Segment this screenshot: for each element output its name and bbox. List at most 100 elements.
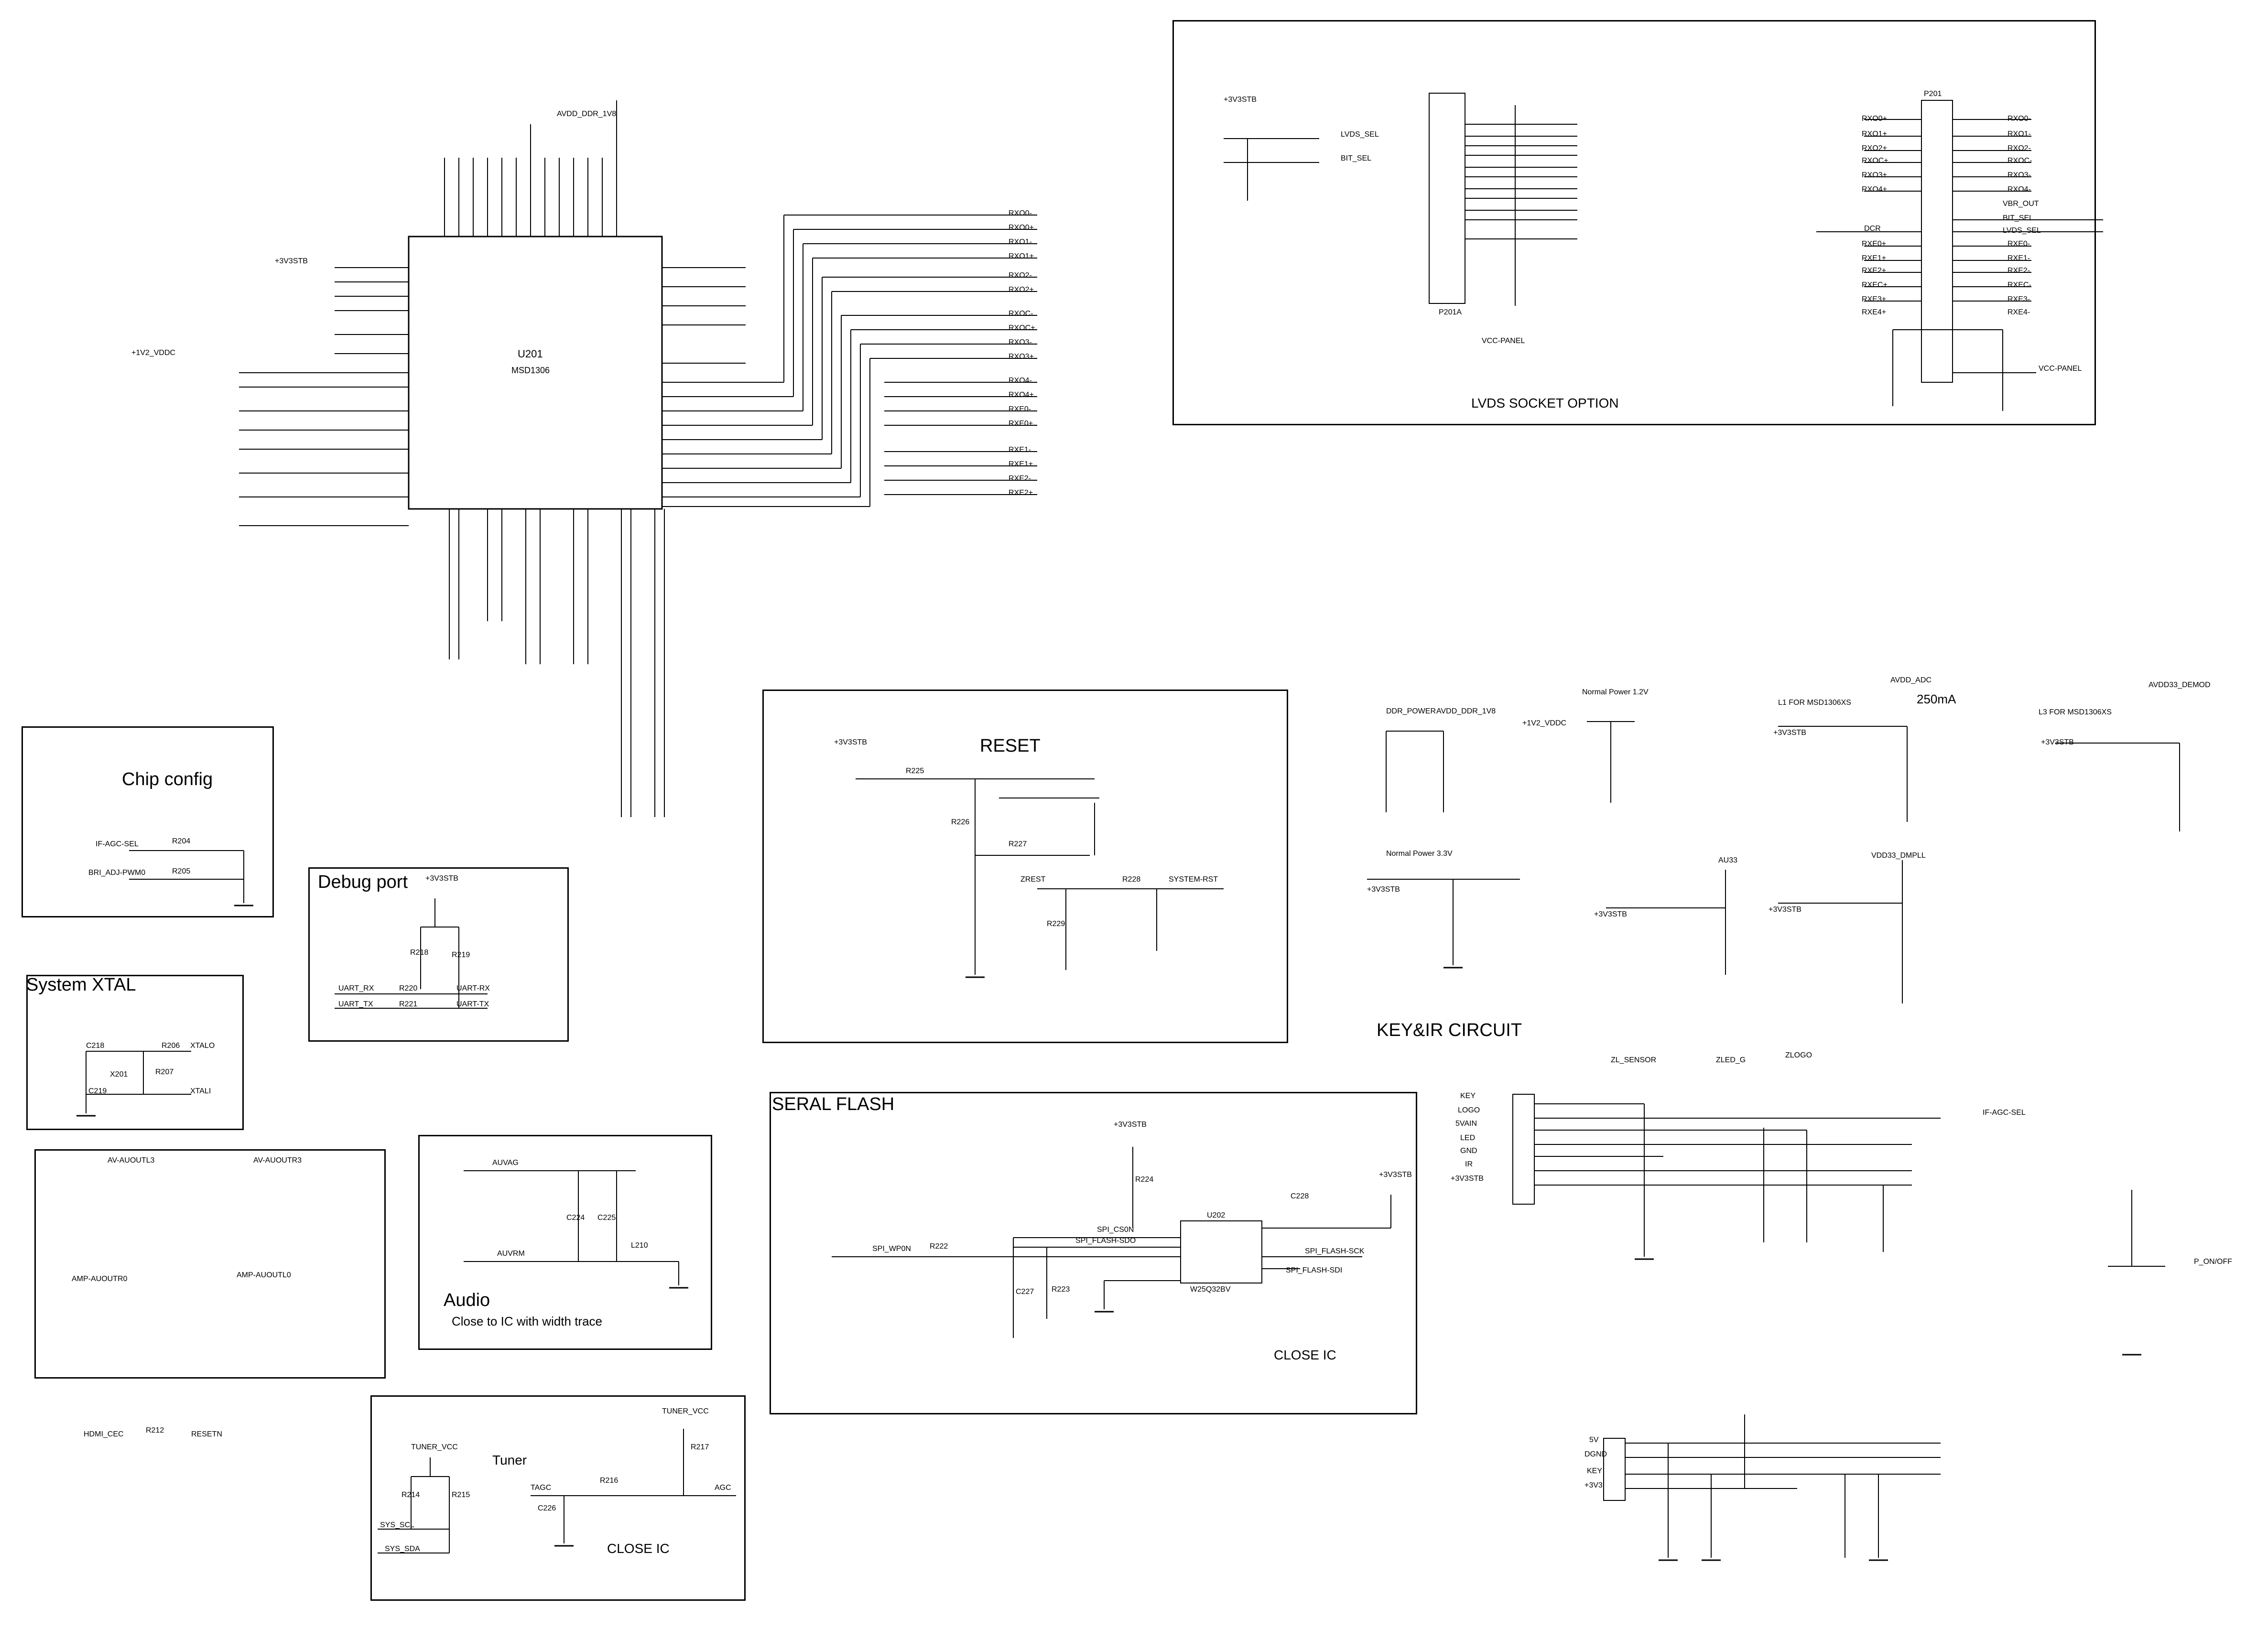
system-rst-label: SYSTEM-RST <box>1169 875 1218 884</box>
r204-ref: R204 <box>172 837 191 845</box>
v3stb-lvds-label: +3V3STB <box>1224 96 1257 104</box>
r223-ref: R223 <box>1052 1285 1070 1294</box>
r214-ref: R214 <box>402 1491 420 1499</box>
l1-note: L1 FOR MSD1306XS <box>1778 699 1851 707</box>
p201-right-pin: RXOC- <box>2008 157 2032 165</box>
p201-left-pin: RXEC+ <box>1862 281 1888 289</box>
agc-label: AGC <box>715 1484 731 1492</box>
r228-ref: R228 <box>1122 875 1141 884</box>
lvds-title: LVDS SOCKET OPTION <box>1471 396 1619 410</box>
resetn-label: RESETN <box>191 1430 222 1438</box>
key-left-pin: KEY <box>1460 1092 1476 1100</box>
r216-ref: R216 <box>600 1477 619 1485</box>
rxo-label: RXE2+ <box>1009 489 1033 497</box>
tuner-section <box>370 1395 746 1601</box>
zl-sensor-label: ZL_SENSOR <box>1611 1056 1657 1064</box>
p201-right-pin: RXE4- <box>2008 308 2030 316</box>
rxo-label: RXE0+ <box>1009 420 1033 428</box>
v3stb-flash-right-label: +3V3STB <box>1379 1171 1412 1179</box>
v3stb-l3-label: +3V3STB <box>2041 738 2074 746</box>
rxo-label: RXO1- <box>1009 238 1032 246</box>
p201-right-pin: BIT_SEL <box>2003 214 2034 222</box>
u201-top-pins <box>444 100 617 237</box>
spi-sdi-label: SPI_FLASH-SDI <box>1286 1266 1343 1274</box>
chip-config-section <box>22 726 274 917</box>
rxo-label: RXO4+ <box>1009 391 1034 399</box>
c228-ref: C228 <box>1291 1192 1309 1200</box>
p201-right-pin: RXO2- <box>2008 144 2031 152</box>
system-xtal-section <box>26 975 244 1130</box>
au33-label: AU33 <box>1718 856 1738 864</box>
flash-wires <box>832 1147 1391 1338</box>
hdmi-cec-label: HDMI_CEC <box>84 1430 124 1438</box>
audio-title: Audio <box>444 1290 490 1310</box>
rxo-label: RXE1+ <box>1009 460 1033 468</box>
tuner-wires <box>378 1429 736 1553</box>
r227-ref: R227 <box>1009 840 1027 848</box>
reset-title: RESET <box>980 736 1041 756</box>
r217-ref: R217 <box>691 1443 709 1451</box>
close-ic-tuner: CLOSE IC <box>607 1541 670 1556</box>
system-xtal-title: System XTAL <box>26 975 136 995</box>
rxo-label: RXOC+ <box>1009 324 1035 332</box>
amp-l0-label: AMP-AUOUTL0 <box>237 1271 291 1279</box>
p201-left-pin: RXE1+ <box>1862 254 1887 262</box>
p201-right-pin: VBR_OUT <box>2003 200 2039 208</box>
u201-bottom-pins <box>449 509 665 817</box>
r221-ref: R221 <box>399 1000 418 1008</box>
vdd33-dmpll-label: VDD33_DMPLL <box>1871 852 1926 860</box>
keyir-wires <box>1512 1094 2165 1558</box>
key-left-pin: GND <box>1460 1147 1477 1155</box>
uart-tx-label: UART_TX <box>338 1000 373 1008</box>
v3stb-dmpll-label: +3V3STB <box>1769 906 1801 914</box>
r226-ref: R226 <box>951 818 970 826</box>
u201-ref: U201 <box>518 348 543 360</box>
p201-right-pin: LVDS_SEL <box>2003 226 2041 235</box>
r212-ref: R212 <box>146 1426 164 1434</box>
lvds-section <box>1172 20 2096 425</box>
xtalo-label: XTALO <box>190 1042 215 1050</box>
r224-ref: R224 <box>1135 1175 1154 1184</box>
p201-right-pin: RXO0- <box>2008 115 2031 123</box>
p201-left-pin: DCR <box>1864 225 1881 233</box>
p204-left-pin: +3V3 <box>1584 1481 1603 1489</box>
lvds-sel-label: LVDS_SEL <box>1341 130 1379 139</box>
l210-ref: L210 <box>631 1241 648 1250</box>
r205-ref: R205 <box>172 867 191 875</box>
close-ic-flash: CLOSE IC <box>1274 1348 1336 1362</box>
p-onoff-label: P_ON/OFF <box>2194 1258 2233 1266</box>
spi-csn-label: SPI_CS0N <box>1097 1226 1134 1234</box>
bit-sel-label: BIT_SEL <box>1341 154 1372 162</box>
p201-left-pin: RXE3+ <box>1862 295 1887 303</box>
avdd-ddr-label: AVDD_DDR_1V8 <box>1436 707 1496 715</box>
key-left-pin: IR <box>1465 1160 1473 1168</box>
r218-ref: R218 <box>410 949 429 957</box>
v3stb-flash-label: +3V3STB <box>1114 1121 1147 1129</box>
lvds-wires <box>1224 93 2103 411</box>
v1v2-label: +1V2_VDDC <box>131 349 176 357</box>
p201a-ref: P201A <box>1439 308 1462 316</box>
r222-ref: R222 <box>930 1242 948 1251</box>
serial-flash-section <box>770 1092 1417 1414</box>
serial-flash-title: SERAL FLASH <box>772 1094 895 1114</box>
xtali-label: XTALI <box>190 1087 211 1095</box>
p201-ref: P201 <box>1924 90 1942 98</box>
if-agc-sel-key-label: IF-AGC-SEL <box>1983 1109 2026 1117</box>
rxo-label: RXO3- <box>1009 338 1032 346</box>
debug-wires <box>335 898 488 1009</box>
debug-port-title: Debug port <box>318 872 408 892</box>
u202-part: W25Q32BV <box>1190 1285 1231 1294</box>
rxo-label: RXE1- <box>1009 446 1031 454</box>
key-ir-title: KEY&IR CIRCUIT <box>1377 1020 1522 1040</box>
audio-section <box>418 1135 712 1350</box>
tuner-vcc-right-label: TUNER_VCC <box>662 1407 709 1415</box>
audio-note: Close to IC with width trace <box>452 1314 603 1328</box>
tuner-vcc-left-label: TUNER_VCC <box>411 1443 458 1451</box>
rxo-label: RXE0- <box>1009 405 1031 413</box>
vcc-panel-label: VCC-PANEL <box>1482 337 1525 345</box>
p201-right-pin: RXE2- <box>2008 267 2030 275</box>
p201-left-pin: RXO2+ <box>1862 144 1887 152</box>
uart-rx2-label: UART-RX <box>456 984 490 992</box>
normal-1v2-label: Normal Power 1.2V <box>1582 688 1649 696</box>
